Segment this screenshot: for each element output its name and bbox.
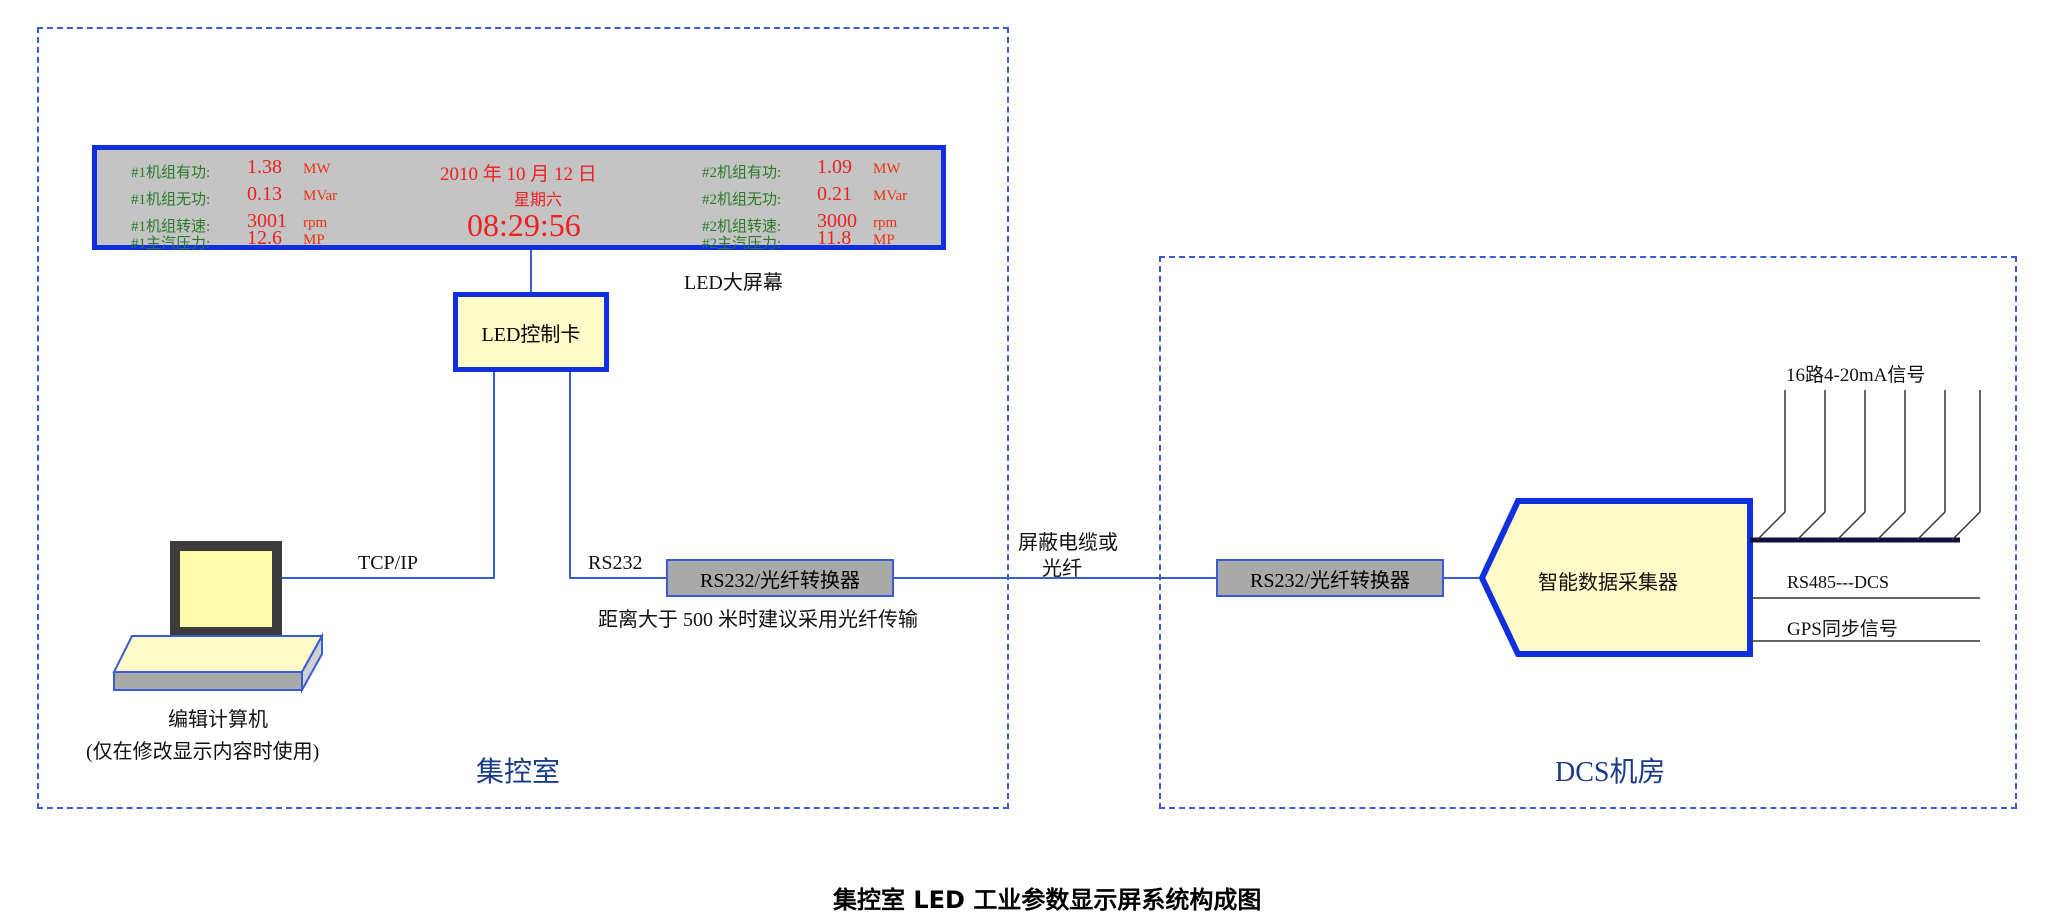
distance-note: 距离大于 500 米时建议采用光纤传输 bbox=[598, 609, 918, 631]
led-left-unit-3: rpm bbox=[303, 215, 328, 231]
led-right-value-3: 3000 bbox=[817, 210, 857, 232]
rs232-label: RS232 bbox=[588, 552, 643, 574]
led-right-value-2: 0.21 bbox=[817, 183, 852, 205]
led-right-unit-2: MVar bbox=[873, 188, 908, 204]
led-left-value-2: 0.13 bbox=[247, 183, 282, 205]
converter-left-label: RS232/光纤转换器 bbox=[699, 569, 861, 592]
collector-shape bbox=[1478, 498, 1753, 657]
rs485-label: RS485---DCS bbox=[1787, 572, 1890, 592]
led-left-label-3: #1机组转速: bbox=[131, 219, 211, 235]
led-right-unit-3: rpm bbox=[873, 215, 898, 231]
led-left-value-1: 1.38 bbox=[247, 156, 282, 178]
led-time: 08:29:56 bbox=[467, 207, 581, 243]
led-screen-label: LED大屏幕 bbox=[684, 272, 783, 294]
led-right-label-2: #2机组无功: bbox=[702, 192, 782, 208]
tcpip-line bbox=[280, 372, 495, 579]
led-right-unit-4: MP bbox=[873, 232, 895, 248]
computer-note: (仅在修改显示内容时使用) bbox=[86, 741, 320, 763]
computer-label: 编辑计算机 bbox=[168, 709, 268, 731]
led-control-card-label: LED控制卡 bbox=[481, 323, 581, 346]
led-left-unit-1: MW bbox=[303, 161, 331, 177]
diagram-caption: 集控室 LED 工业参数显示屏系统构成图 bbox=[833, 886, 1262, 914]
control-room-zone bbox=[37, 27, 1009, 809]
led-right-label-4: #2主汽压力: bbox=[702, 236, 782, 252]
led-left-value-3: 3001 bbox=[247, 210, 287, 232]
led-left-unit-4: MP bbox=[303, 232, 325, 248]
led-left-label-4: #1主汽压力: bbox=[131, 236, 211, 252]
analog-signal-label: 16路4-20mA信号 bbox=[1786, 365, 1926, 386]
led-left-label-2: #1机组无功: bbox=[131, 192, 211, 208]
led-right-label-3: #2机组转速: bbox=[702, 219, 782, 235]
collector-label: 智能数据采集器 bbox=[1538, 572, 1678, 594]
dcs-room-zone bbox=[1159, 256, 2017, 809]
led-date: 2010 年 10 月 12 日 bbox=[440, 164, 597, 185]
led-right-unit-1: MW bbox=[873, 161, 901, 177]
led-left-unit-2: MVar bbox=[303, 188, 338, 204]
rs232-line bbox=[569, 372, 666, 579]
converter-left: RS232/光纤转换器 bbox=[666, 559, 894, 597]
cable-label-line1: 屏蔽电缆或 bbox=[1018, 532, 1118, 554]
cable-label-line2: 光纤 bbox=[1042, 558, 1082, 580]
converter-right: RS232/光纤转换器 bbox=[1216, 559, 1444, 597]
led-weekday: 星期六 bbox=[514, 192, 563, 209]
led-right-value-1: 1.09 bbox=[817, 156, 852, 178]
dcs-room-title: DCS机房 bbox=[1555, 757, 1666, 788]
led-control-card: LED控制卡 bbox=[453, 292, 609, 372]
led-left-value-4: 12.6 bbox=[247, 227, 282, 249]
signal-wires bbox=[1756, 390, 1981, 541]
led-left-label-1: #1机组有功: bbox=[131, 165, 211, 181]
converter-right-label: RS232/光纤转换器 bbox=[1249, 569, 1411, 592]
led-right-value-4: 11.8 bbox=[817, 227, 852, 249]
control-room-title: 集控室 bbox=[476, 757, 561, 788]
computer-icon bbox=[112, 541, 324, 694]
gps-label: GPS同步信号 bbox=[1787, 619, 1898, 640]
tcpip-label: TCP/IP bbox=[358, 552, 419, 574]
led-screen: #1机组有功: 1.38 MW #1机组无功: 0.13 MVar #1机组转速… bbox=[92, 145, 946, 252]
led-right-label-1: #2机组有功: bbox=[702, 165, 782, 181]
